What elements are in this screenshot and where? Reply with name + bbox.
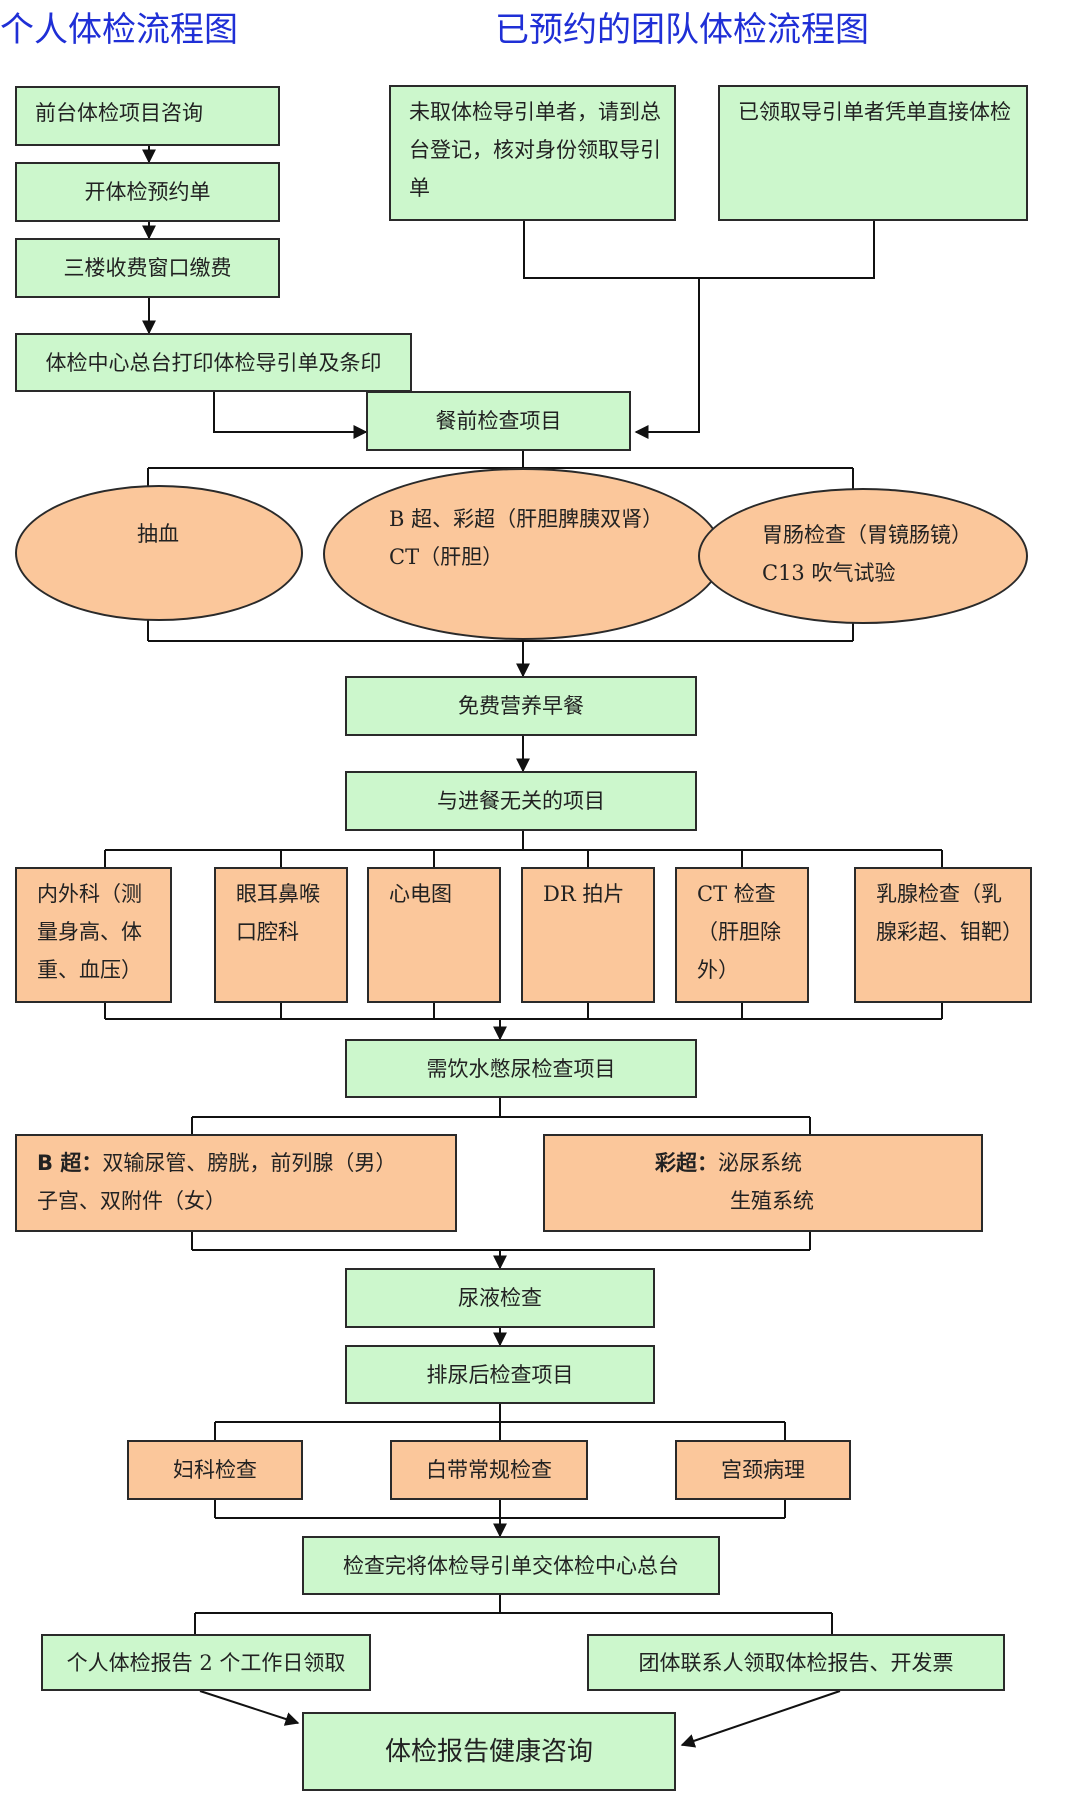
dr-xray-node: DR 拍片 — [521, 867, 655, 1003]
internal-surgery-node: 内外科（测量身高、体重、血压） — [15, 867, 172, 1003]
b-ultrasound-node: B 超：双输尿管、膀胱，前列腺（男） 子宫、双附件（女） — [15, 1134, 457, 1232]
appointment-step: 开体检预约单 — [15, 162, 280, 222]
ecg-node: 心电图 — [367, 867, 501, 1003]
fasting-items-step: 餐前检查项目 — [366, 391, 631, 451]
individual-flow-title: 个人体检流程图 — [0, 10, 238, 50]
consult-step: 前台体检项目咨询 — [15, 86, 280, 146]
print-guide-step: 体检中心总台打印体检导引单及条印 — [15, 333, 412, 392]
color-doppler-label: 彩超： — [655, 1151, 718, 1175]
group-flow-title: 已预约的团队体检流程图 — [495, 10, 869, 50]
breast-exam-node: 乳腺检查（乳腺彩超、钼靶） — [854, 867, 1032, 1003]
b-ultrasound-line2: 子宫、双附件（女） — [37, 1189, 226, 1213]
individual-report-step: 个人体检报告 2 个工作日领取 — [41, 1634, 371, 1691]
ent-node: 眼耳鼻喉口腔科 — [214, 867, 348, 1003]
leucorrhea-test-node: 白带常规检查 — [390, 1440, 588, 1500]
color-doppler-node: 彩超：泌尿系统 生殖系统 — [543, 1134, 983, 1232]
ct-exam-node: CT 检查（肝胆除外） — [675, 867, 809, 1003]
non-meal-items-step: 与进餐无关的项目 — [345, 771, 697, 831]
color-doppler-line2: 生殖系统 — [730, 1189, 814, 1213]
ultrasound-ct-node: B 超、彩超（肝胆脾胰双肾）CT（肝胆） — [323, 468, 723, 640]
group-collected-step: 已领取导引单者凭单直接体检 — [718, 85, 1028, 221]
b-ultrasound-label: B 超： — [37, 1151, 103, 1175]
b-ultrasound-line1: 双输尿管、膀胱，前列腺（男） — [102, 1151, 397, 1175]
gastro-exam-node: 胃肠检查（胃镜肠镜）C13 吹气试验 — [698, 488, 1028, 624]
group-not-collected-step: 未取体检导引单者，请到总台登记，核对身份领取导引单 — [389, 85, 676, 221]
cervical-pathology-node: 宫颈病理 — [675, 1440, 851, 1500]
urine-test-step: 尿液检查 — [345, 1268, 655, 1328]
hand-in-guide-step: 检查完将体检导引单交体检中心总台 — [302, 1536, 720, 1595]
free-breakfast-step: 免费营养早餐 — [345, 676, 697, 736]
health-consultation-step: 体检报告健康咨询 — [302, 1712, 676, 1791]
blood-draw-node: 抽血 — [15, 485, 303, 621]
payment-step: 三楼收费窗口缴费 — [15, 238, 280, 298]
water-hold-items-step: 需饮水憋尿检查项目 — [345, 1039, 697, 1098]
post-urination-items-step: 排尿后检查项目 — [345, 1345, 655, 1404]
gynecology-node: 妇科检查 — [127, 1440, 303, 1500]
group-report-step: 团体联系人领取体检报告、开发票 — [587, 1634, 1005, 1691]
color-doppler-line1: 泌尿系统 — [718, 1151, 802, 1175]
